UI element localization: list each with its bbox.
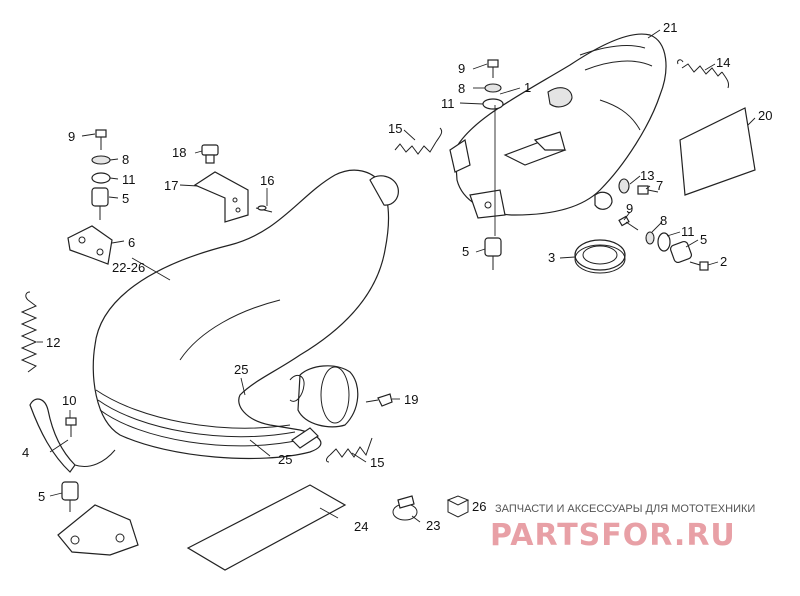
spring-15-bottom (326, 437, 373, 463)
washer-8-right (645, 231, 655, 245)
label-4: 4 (22, 445, 29, 460)
leader-lines (37, 29, 756, 523)
label-25-bottom: 25 (278, 452, 292, 467)
nut-11-top (482, 98, 504, 110)
label-8-top: 8 (458, 81, 465, 96)
bolt-7 (637, 185, 659, 195)
label-26: 26 (472, 499, 486, 514)
label-9-left: 9 (68, 129, 75, 144)
label-25-top: 25 (234, 362, 248, 377)
label-15-top: 15 (388, 121, 402, 136)
bracket-6 (67, 225, 113, 265)
bolt-2 (689, 261, 709, 271)
label-5-right: 5 (700, 232, 707, 247)
bolt-9-right (618, 215, 639, 231)
label-11-top: 11 (441, 96, 455, 111)
muffler-part (449, 33, 667, 219)
mount-5-right (669, 240, 693, 264)
nut-11-right (657, 232, 671, 252)
bolt-10 (65, 417, 77, 437)
clip-19 (365, 393, 393, 407)
spring-14 (677, 59, 729, 89)
watermark: ЗАПЧАСТИ И АКСЕССУАРЫ ДЛЯ МОТОТЕХНИКИ PA… (490, 503, 755, 553)
bolt-9-left (95, 129, 107, 150)
label-11-left: 11 (122, 172, 136, 187)
label-11-right: 11 (681, 224, 695, 239)
label-5-left: 5 (122, 191, 129, 206)
label-18: 18 (172, 145, 186, 160)
spring-12 (20, 291, 38, 373)
label-6: 6 (128, 235, 135, 250)
mount-5-bottom (61, 481, 79, 512)
bolt-18 (201, 144, 219, 164)
clip-4 (29, 398, 116, 473)
label-1: 1 (524, 80, 531, 95)
label-5-center: 5 (462, 244, 469, 259)
plate-22-26 (57, 504, 139, 556)
pin-16 (255, 205, 273, 213)
label-13: 13 (640, 168, 654, 183)
spring-15-top (394, 127, 443, 155)
label-8-left: 8 (122, 152, 129, 167)
label-15-bottom: 15 (370, 455, 384, 470)
gasket-20-part (679, 107, 756, 196)
label-21: 21 (663, 20, 677, 35)
label-5-bottom: 5 (38, 489, 45, 504)
label-10: 10 (62, 393, 76, 408)
exhaust-pipe-part (92, 169, 399, 460)
label-9-top: 9 (458, 61, 465, 76)
label-20: 20 (758, 108, 772, 123)
nut-11-left (91, 172, 111, 184)
label-22-26: 22-26 (112, 260, 145, 275)
label-2: 2 (720, 254, 727, 269)
label-3: 3 (548, 250, 555, 265)
clamp-23 (392, 495, 418, 521)
label-12: 12 (46, 335, 60, 350)
mount-5-center (484, 237, 502, 270)
washer-8-left (91, 155, 111, 165)
washer-13 (618, 178, 630, 194)
label-19: 19 (404, 392, 418, 407)
watermark-caption: ЗАПЧАСТИ И АКСЕССУАРЫ ДЛЯ МОТОТЕХНИКИ (495, 503, 755, 515)
label-16: 16 (260, 173, 274, 188)
label-14: 14 (716, 55, 730, 70)
callout-labels: 9 8 11 5 6 22-26 12 10 4 5 18 17 16 25 2… (22, 20, 772, 534)
watermark-logo: PARTSFOR.RU (490, 518, 736, 553)
label-23: 23 (426, 518, 440, 533)
sheet-24-part (186, 484, 347, 571)
label-24: 24 (354, 519, 368, 534)
bolt-9-top (487, 59, 499, 78)
bracket-17 (193, 171, 249, 223)
box-26-icon (446, 495, 470, 518)
ring-3-part (574, 239, 626, 274)
label-8-right: 8 (660, 213, 667, 228)
label-9-right: 9 (626, 201, 633, 216)
label-7: 7 (656, 178, 663, 193)
washer-8-top (484, 83, 502, 93)
mount-5-left (91, 187, 109, 220)
label-17: 17 (164, 178, 178, 193)
